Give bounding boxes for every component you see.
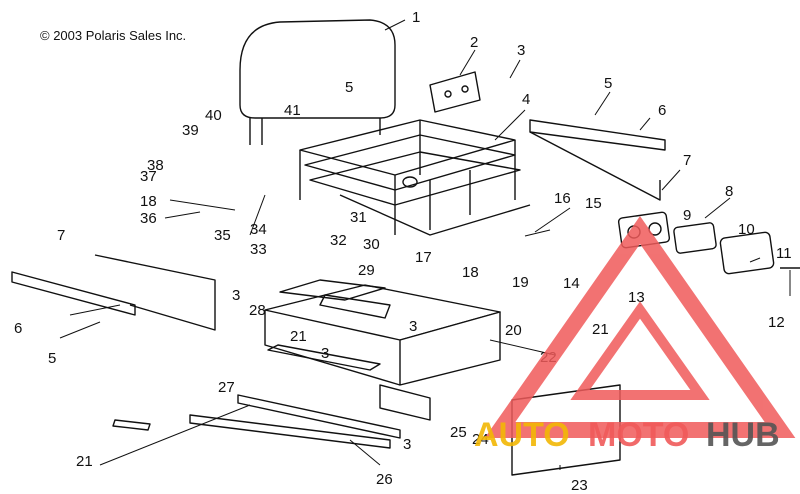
leader-lines [59,19,791,470]
callout-11: 11 [776,245,792,262]
watermark-text-moto: MOTO [588,416,689,454]
callout-32: 32 [330,232,347,249]
seat-backrest [239,19,396,145]
rack-frame [299,119,531,236]
callout-4: 4 [522,91,530,108]
copyright-notice: © 2003 Polaris Sales Inc. [40,28,187,43]
callout-1: 1 [412,9,420,26]
callout-34: 34 [250,221,267,238]
callout-33: 33 [250,241,267,258]
callout-28: 28 [249,302,266,319]
callout-35: 35 [214,227,231,244]
fender-left [11,254,216,331]
callout-8: 8 [725,183,733,200]
callout-40: 40 [205,107,222,124]
watermark-logo [484,216,796,438]
callout-29: 29 [358,262,375,279]
callout-labels: 1 2 3 5 4 5 6 7 8 9 10 11 12 13 14 15 16… [14,9,792,494]
callout-37: 37 [140,168,157,185]
callout-5c: 5 [48,350,56,367]
callout-3: 3 [517,42,525,59]
callout-10: 10 [738,221,755,238]
callout-3c: 3 [409,318,417,335]
callout-27: 27 [218,379,235,396]
callout-13: 13 [628,289,645,306]
mount-box [264,284,501,421]
callout-12: 12 [768,314,785,331]
callout-36: 36 [140,210,157,227]
callout-15: 15 [585,195,602,212]
callout-17: 17 [415,249,432,266]
callout-3d: 3 [321,345,329,362]
callout-9: 9 [683,207,691,224]
callout-24: 24 [472,431,489,448]
bracket-plate [429,71,481,113]
fender-strip-right [529,119,666,201]
callout-16: 16 [554,190,571,207]
watermark-text-auto: AUTO [474,416,570,454]
callout-7: 7 [683,152,691,169]
callout-30: 30 [363,236,380,253]
callout-3b: 3 [232,287,240,304]
callout-21a: 21 [592,321,609,338]
callout-41: 41 [284,102,301,119]
callout-3e: 3 [403,436,411,453]
watermark-text-hub: HUB [706,416,780,454]
callout-31: 31 [350,209,367,226]
support-bars [112,394,401,449]
callout-25: 25 [450,424,467,441]
callout-5: 5 [345,79,353,96]
callout-38: 38 [147,157,164,174]
callout-21b: 21 [290,328,307,345]
callout-20: 20 [505,322,522,339]
callout-23: 23 [571,477,588,494]
callout-14: 14 [563,275,580,292]
callout-18b: 18 [140,193,157,210]
plate-stack [267,279,391,371]
callout-2: 2 [470,34,478,51]
callout-26: 26 [376,471,393,488]
callout-19: 19 [512,274,529,291]
callout-21c: 21 [76,453,93,470]
callout-6b: 6 [14,320,22,337]
callout-39: 39 [182,122,199,139]
callout-5b: 5 [604,75,612,92]
callout-18: 18 [462,264,479,281]
callout-6: 6 [658,102,666,119]
callout-7b: 7 [57,227,65,244]
